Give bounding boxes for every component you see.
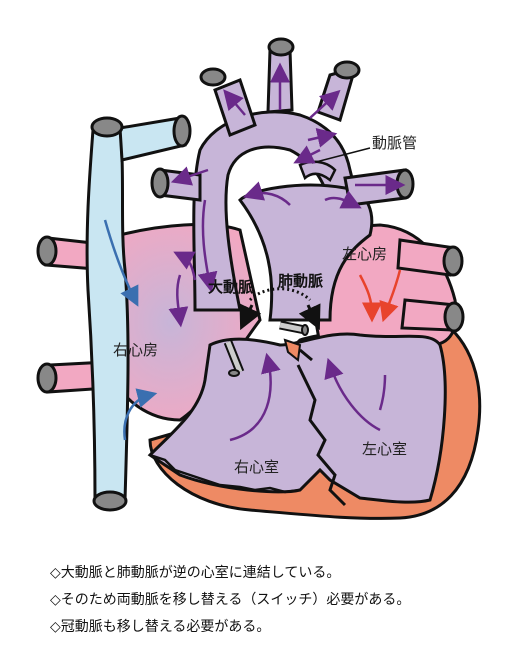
vena-cava (85, 126, 130, 502)
note-item: ◇大動脈と肺動脈が逆の心室に連結している。 (50, 565, 341, 581)
left-ventricle-label: 左心室 (362, 440, 407, 458)
septum (296, 364, 347, 507)
red-flow-arrows (358, 269, 402, 323)
note-item: ◇そのため両動脈を移し替える（スイッチ）必要がある。 (50, 592, 411, 608)
blue-flow-arrows (103, 219, 158, 441)
note-item: ◇冠動脈も移し替える必要がある。 (50, 619, 271, 635)
heart-diagram: 動脈管 左心房 大動脈 肺動脈 右心房 右心室 左心室 (36, 37, 482, 520)
aorta-label: 大動脈 (208, 278, 253, 296)
purple-flow-arrows (168, 62, 406, 442)
ductus-label: 動脈管 (372, 134, 417, 152)
ventricles-shape (147, 332, 447, 504)
pulmonary-trunk (238, 183, 374, 322)
notes-list: ◇大動脈と肺動脈が逆の心室に連結している。 ◇そのため両動脈を移し替える（スイッ… (50, 560, 500, 641)
pulmonary-veins (396, 238, 457, 332)
pulmonary-artery-label: 肺動脈 (278, 272, 323, 290)
switch-arc (248, 287, 312, 302)
right-atrium-label: 右心房 (113, 341, 158, 359)
right-ventricle-label: 右心室 (234, 458, 279, 476)
left-atrium-label: 左心房 (342, 245, 387, 263)
